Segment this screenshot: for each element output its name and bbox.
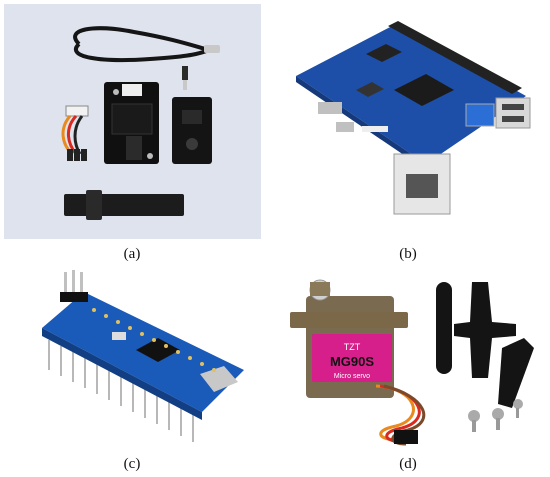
audio-jack-plug — [204, 45, 220, 53]
servo-horn-single — [436, 282, 452, 374]
screw — [468, 410, 480, 422]
jst-connector — [65, 105, 89, 117]
servo-brand: TZT — [344, 342, 361, 352]
servo-label — [312, 334, 392, 382]
servo-model: MG90S — [330, 354, 374, 369]
servo-connector — [394, 430, 418, 444]
panel-c-image — [24, 270, 262, 450]
header-pins — [48, 340, 194, 442]
panel-b-image — [276, 4, 546, 239]
mic-module-board — [172, 97, 212, 164]
panel-d-image: TZT MG90S Micro servo — [276, 268, 546, 450]
usb-port — [465, 103, 495, 127]
usb-c-connector — [200, 366, 238, 392]
gpio-header — [388, 21, 522, 94]
caption-d: (d) — [399, 456, 417, 472]
audio-cable — [73, 26, 210, 52]
servo-subtitle: Micro servo — [334, 373, 370, 380]
soc-chip — [394, 74, 454, 106]
panel-a-image — [4, 4, 261, 239]
caption-a: (a) — [123, 246, 141, 262]
caption-b: (b) — [399, 246, 417, 262]
velcro-strap — [64, 194, 184, 216]
caption-c: (c) — [123, 456, 141, 472]
microcontroller-chip — [136, 338, 180, 362]
servo-horn-double — [498, 338, 534, 408]
hdmi-port — [318, 102, 342, 114]
servo-horn-cross — [454, 282, 516, 378]
